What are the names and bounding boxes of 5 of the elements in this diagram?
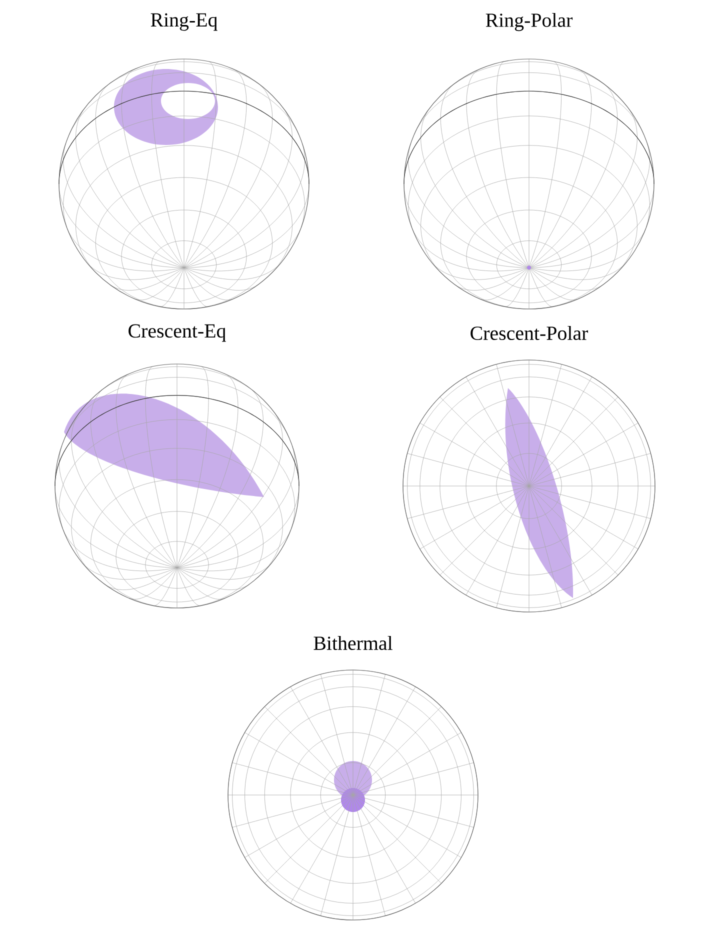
panel-title: Ring-Eq [150,13,218,31]
panel-title: Crescent-Eq [128,324,226,342]
panel-title: Ring-Polar [486,12,573,32]
panel-title: Bithermal [314,636,392,650]
panel-title: Crescent-Polar [470,326,588,340]
